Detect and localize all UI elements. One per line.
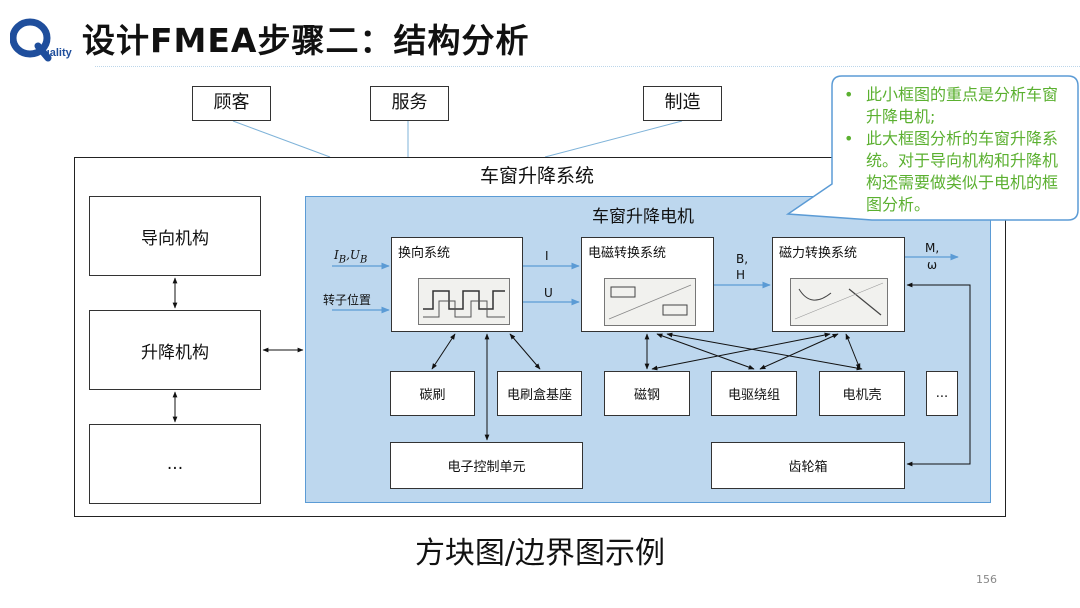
motor-winding-box: 电驱绕组 (711, 371, 797, 416)
electromagnetic-conversion-label: 电磁转换系统 (588, 246, 667, 261)
callout-text: 此小框图的重点是分析车窗升降电机; 此大框图分析的车窗升降系统。对于导向机构和升… (840, 84, 1070, 216)
svg-text:uality: uality (43, 47, 73, 59)
electromagnetic-conversion-box: 电磁转换系统 (581, 237, 714, 332)
motor-housing-box: 电机壳 (819, 371, 905, 416)
more-mechanisms-box: ... (89, 424, 261, 504)
current-voltage-input-label: IB,UB (334, 248, 368, 266)
callout-item: 此小框图的重点是分析车窗升降电机; (840, 84, 1070, 128)
electromagnetic-thumbnail (604, 278, 696, 326)
gearbox-box: 齿轮箱 (711, 442, 905, 489)
ecu-box: 电子控制单元 (390, 442, 583, 489)
figure-caption: 方块图/边界图示例 (414, 536, 666, 571)
magnetic-force-conversion-box: 磁力转换系统 (772, 237, 905, 332)
stakeholder-manufacturing: 制造 (643, 86, 722, 121)
guide-mechanism-box: 导向机构 (89, 196, 261, 276)
system-title: 车窗升降系统 (480, 165, 595, 187)
quality-logo: uality (9, 18, 90, 62)
signal-omega-label: ω (927, 258, 938, 272)
title-divider (95, 66, 1080, 67)
motor-title: 车窗升降电机 (592, 207, 694, 227)
commutation-system-label: 换向系统 (398, 246, 451, 261)
signal-M-label: M, (925, 241, 940, 255)
page-number: 156 (976, 573, 997, 586)
callout-item: 此大框图分析的车窗升降系统。对于导向机构和升降机构还需要做类似于电机的框图分析。 (840, 128, 1070, 216)
signal-U-label: U (544, 286, 553, 300)
stakeholder-customer: 顾客 (192, 86, 271, 121)
signal-H-label: H (736, 268, 746, 282)
magnetic-force-conversion-label: 磁力转换系统 (779, 246, 858, 261)
rotor-position-label: 转子位置 (323, 293, 372, 307)
page-title: 设计FMEA步骤二：结构分析 (82, 21, 530, 60)
signal-I-label: I (545, 249, 549, 263)
stakeholder-service: 服务 (370, 86, 449, 121)
more-components-box: ... (926, 371, 958, 416)
magnetic-force-thumbnail (790, 278, 888, 326)
carbon-brush-box: 碳刷 (390, 371, 475, 416)
brush-box-base-box: 电刷盒基座 (497, 371, 582, 416)
commutation-waveform-thumbnail (418, 278, 510, 325)
lift-mechanism-box: 升降机构 (89, 310, 261, 390)
commutation-system-box: 换向系统 (391, 237, 523, 332)
magnetic-steel-box: 磁钢 (604, 371, 690, 416)
signal-B-label: B, (736, 252, 749, 266)
